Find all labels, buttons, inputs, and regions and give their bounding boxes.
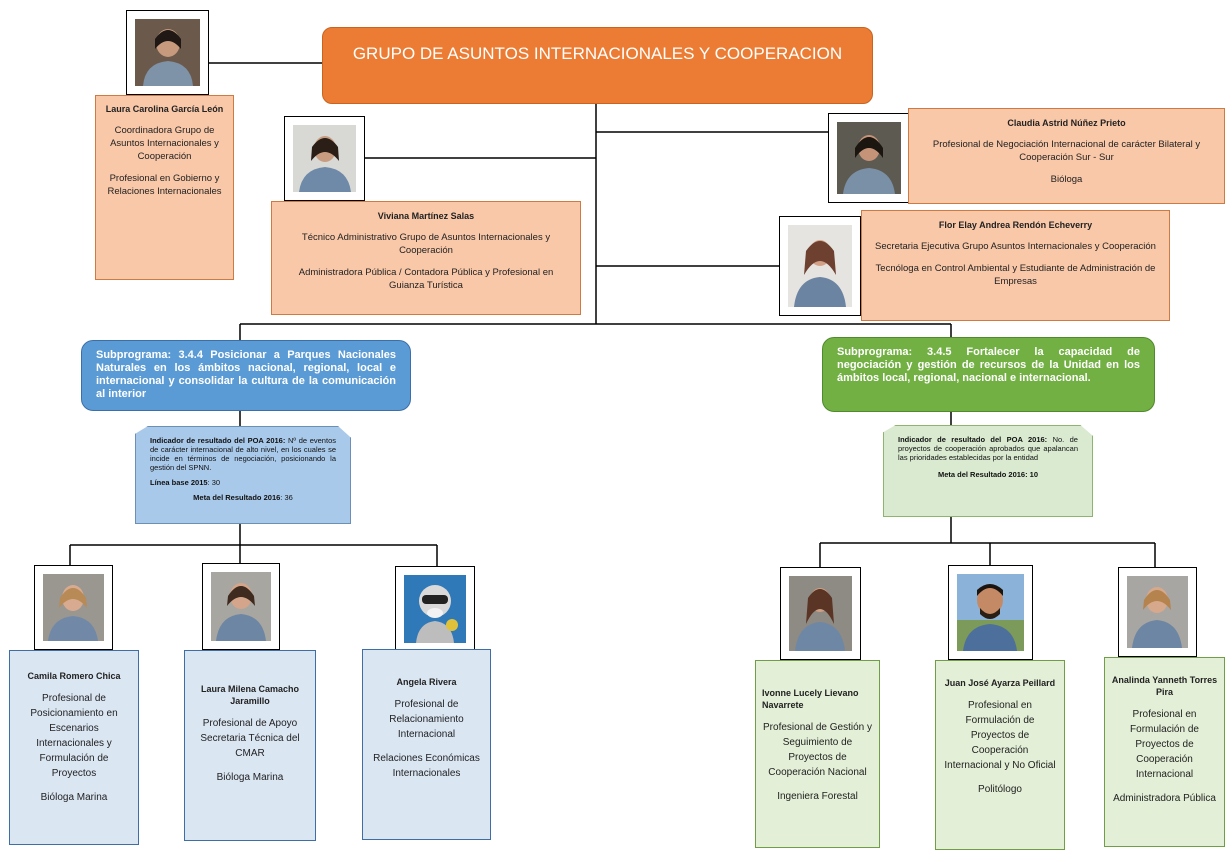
role-viviana: Técnico Administrativo Grupo de Asuntos … <box>301 232 551 256</box>
photo-claudia <box>828 113 910 203</box>
card-claudia: Claudia Astrid Núñez Prieto Profesional … <box>908 108 1225 204</box>
card-camila: Camila Romero Chica Profesional de Posic… <box>9 650 139 845</box>
name-angela: Angela Rivera <box>396 677 457 687</box>
card-angela: Angela Rivera Profesional de Relacionami… <box>362 649 491 840</box>
person-photo-icon <box>211 572 271 641</box>
card-juan-jose: Juan José Ayarza Peillard Profesional en… <box>935 660 1065 850</box>
name-claudia: Claudia Astrid Núñez Prieto <box>1007 118 1126 128</box>
name-juan-jose: Juan José Ayarza Peillard <box>944 678 1056 688</box>
name-laura-camacho: Laura Milena Camacho Jaramillo <box>200 684 300 706</box>
photo-ivonne <box>780 567 861 660</box>
person-photo-icon <box>789 576 852 651</box>
meta-value: : 10 <box>1025 470 1039 479</box>
card-viviana: Viviana Martínez Salas Técnico Administr… <box>271 201 581 315</box>
profession-viviana: Administradora Pública / Contadora Públi… <box>298 267 554 291</box>
group-title: GRUPO DE ASUNTOS INTERNACIONALES Y COOPE… <box>322 27 873 104</box>
card-laura-camacho: Laura Milena Camacho Jaramillo Profesion… <box>184 650 316 841</box>
meta-label: Meta del Resultado 2016 <box>937 470 1026 479</box>
person-photo-icon <box>43 574 104 641</box>
profession-juan-jose: Politólogo <box>978 784 1022 795</box>
indicator-label: Indicador de resultado del POA 2016: <box>150 436 286 445</box>
indicator-label: Indicador de resultado del POA 2016: <box>898 435 1048 444</box>
name-laura-garcia: Laura Carolina García León <box>105 104 224 114</box>
profession-analinda: Administradora Pública <box>1113 793 1216 804</box>
role-camila: Profesional de Posicionamiento en Escena… <box>30 693 118 779</box>
person-photo-icon <box>837 122 901 194</box>
indicator-green: Indicador de resultado del POA 2016: No.… <box>883 425 1093 517</box>
card-laura-garcia: Laura Carolina García León Coordinadora … <box>95 95 234 280</box>
photo-camila <box>34 565 113 650</box>
role-ivonne: Profesional de Gestión y Seguimiento de … <box>763 722 872 778</box>
baseline-label: Línea base 2015 <box>150 478 208 487</box>
profession-laura-camacho: Bióloga Marina <box>216 772 284 783</box>
name-viviana: Viviana Martínez Salas <box>377 211 475 221</box>
baseline-value: : 30 <box>207 478 221 487</box>
indicator-text: No. de proyectos de cooperación aprobado… <box>898 435 1078 462</box>
photo-laura-garcia <box>126 10 209 95</box>
photo-analinda <box>1118 567 1197 657</box>
indicator-blue: Indicador de resultado del POA 2016: Nº … <box>135 426 351 524</box>
card-ivonne: Ivonne Lucely Lievano Navarrete Profesio… <box>755 660 880 848</box>
person-photo-icon <box>788 225 852 307</box>
profession-laura-garcia: Profesional en Gobierno y Relaciones Int… <box>107 173 222 197</box>
photo-viviana <box>284 116 365 201</box>
name-flor: Flor Elay Andrea Rendón Echeverry <box>938 220 1093 230</box>
person-photo-icon <box>135 19 200 86</box>
person-photo-icon <box>1127 576 1188 648</box>
profession-claudia: Bióloga <box>1050 174 1083 185</box>
name-camila: Camila Romero Chica <box>27 671 121 681</box>
name-ivonne: Ivonne Lucely Lievano Navarrete <box>762 688 859 710</box>
profession-camila: Bióloga Marina <box>40 792 108 803</box>
photo-flor <box>779 216 861 316</box>
role-juan-jose: Profesional en Formulación de Proyectos … <box>944 700 1056 771</box>
indicator-text: Nº de eventos de carácter internacional … <box>150 436 336 472</box>
role-laura-garcia: Coordinadora Grupo de Asuntos Internacio… <box>110 125 219 162</box>
profession-ivonne: Ingeniera Forestal <box>777 791 858 802</box>
card-flor: Flor Elay Andrea Rendón Echeverry Secret… <box>861 210 1170 321</box>
cartoon-avatar-icon <box>404 575 466 643</box>
role-analinda: Profesional en Formulación de Proyectos … <box>1130 709 1199 780</box>
role-angela: Profesional de Relacionamiento Internaci… <box>389 699 464 740</box>
photo-laura-camacho <box>202 563 280 650</box>
meta-label: Meta del Resultado 2016 <box>193 493 281 502</box>
person-photo-icon <box>957 574 1024 651</box>
card-analinda: Analinda Yanneth Torres Pira Profesional… <box>1104 657 1225 847</box>
photo-angela <box>395 566 475 652</box>
profession-flor: Tecnóloga en Control Ambiental y Estudia… <box>875 263 1156 287</box>
subprogram-3-4-4: Subprograma: 3.4.4 Posicionar a Parques … <box>81 340 411 411</box>
role-claudia: Profesional de Negociación Internacional… <box>932 139 1201 163</box>
subprogram-3-4-5: Subprograma: 3.4.5 Fortalecer la capacid… <box>822 337 1155 412</box>
profession-angela: Relaciones Económicas Internacionales <box>373 753 480 779</box>
name-analinda: Analinda Yanneth Torres Pira <box>1111 675 1218 697</box>
person-photo-icon <box>293 125 356 192</box>
meta-value: : 36 <box>280 493 293 502</box>
role-laura-camacho: Profesional de Apoyo Secretaria Técnica … <box>200 718 300 759</box>
photo-juan-jose <box>948 565 1033 660</box>
role-flor: Secretaria Ejecutiva Grupo Asuntos Inter… <box>875 241 1156 252</box>
